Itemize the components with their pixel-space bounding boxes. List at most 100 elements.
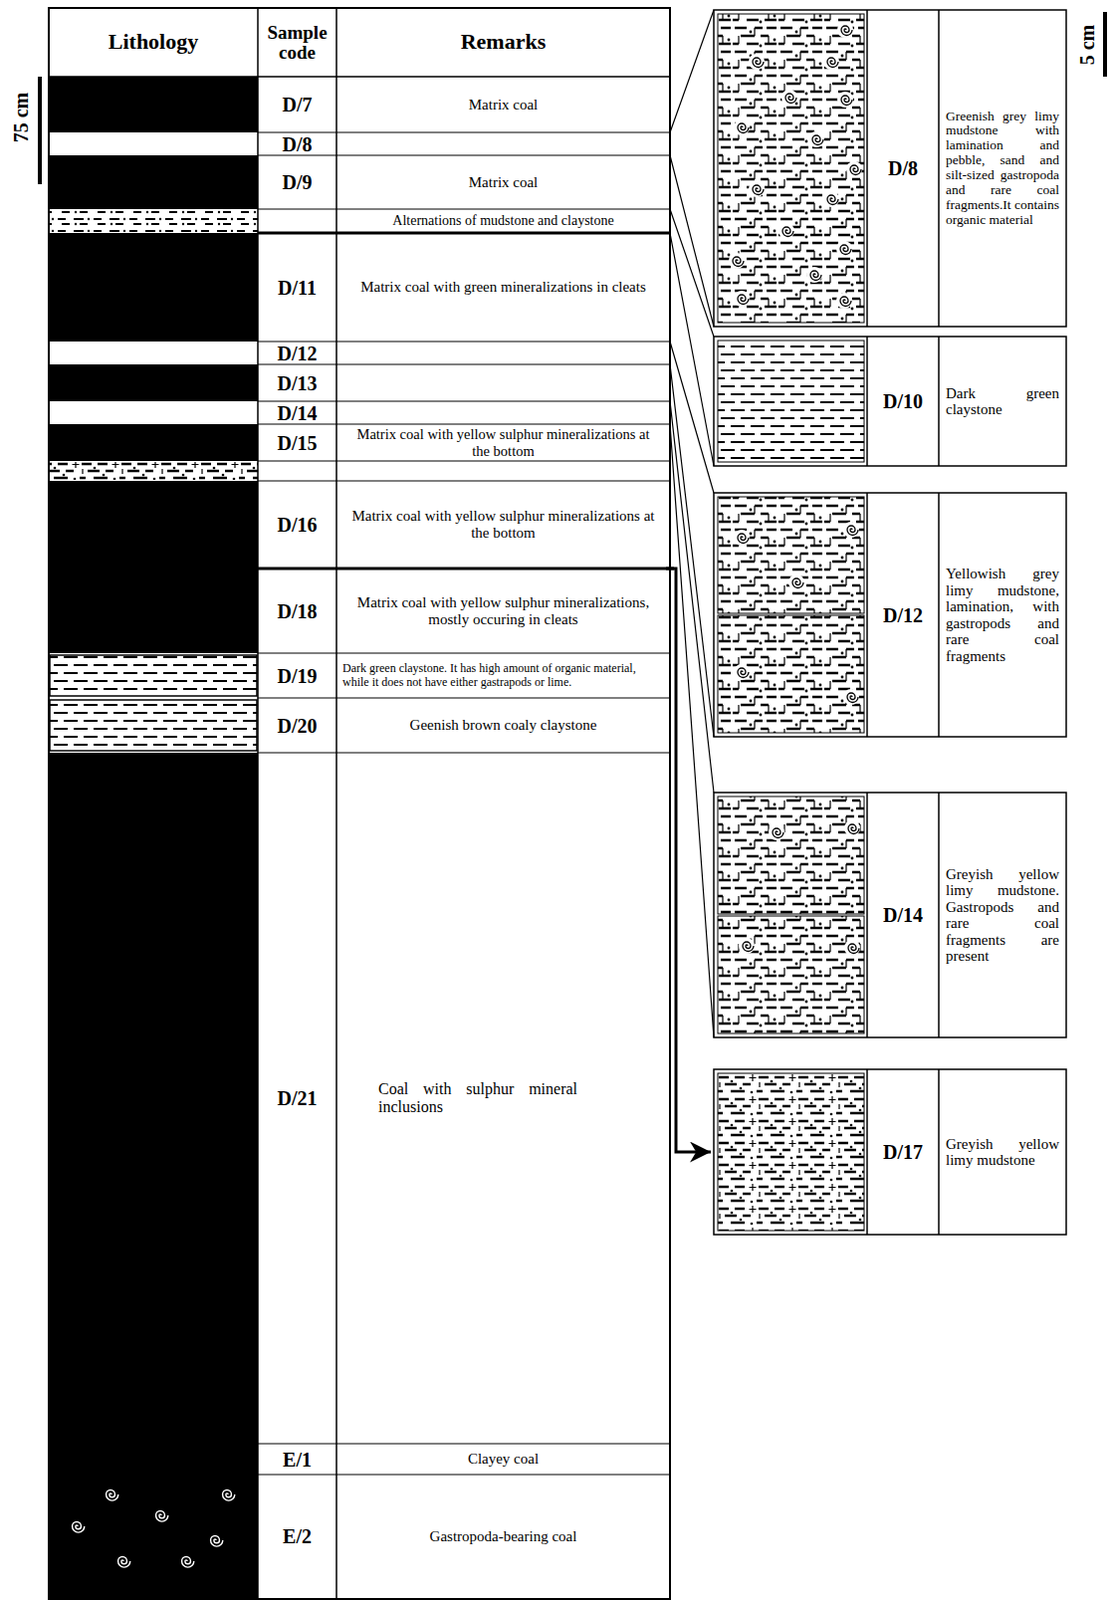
detail-panels [717, 340, 865, 462]
scale-label: 5 cm [1077, 24, 1098, 66]
sample-code: D/13 [277, 373, 318, 394]
lithology-column [211, 1536, 223, 1548]
table-grid [48, 7, 670, 1599]
detail-box-frames [867, 336, 939, 466]
detail-panels [837, 21, 854, 38]
remark-text: Matrix coal [468, 174, 539, 192]
scale-label: 75 cm [10, 92, 31, 144]
sample-code: D/10 [883, 391, 923, 412]
detail-box-frames [713, 9, 1067, 327]
code-cell: D/21 [257, 752, 337, 1444]
lithology-column [118, 1556, 131, 1568]
code-cell: D/14 [257, 401, 337, 425]
detail-panels [846, 161, 863, 178]
code-cell: D/17 [867, 1069, 939, 1235]
remark-cell: Matrix coal with yellow sulphur minerali… [336, 424, 670, 461]
code-cell: D/14 [867, 792, 939, 1038]
lithology-column [48, 155, 258, 210]
detail-box-frames [713, 336, 1067, 466]
remark-cell: Matrix coal with green mineralizations i… [336, 232, 670, 342]
detail-panels [717, 1073, 865, 1231]
header-cell: Remarks [336, 7, 670, 77]
column-header: Lithology [108, 29, 199, 54]
detail-panels [837, 91, 854, 108]
remark-text: Geenish brown coaly claystone [410, 716, 598, 734]
description-cell: Greenish grey limy mudstone with laminat… [938, 9, 1067, 327]
code-cell: D/13 [257, 364, 337, 402]
remark-cell: Geenish brown coaly claystone [336, 697, 670, 753]
description-text: Greyish yellow limy mudstone [945, 1135, 1060, 1169]
sample-row: D/20 Geenish brown coaly claystone [257, 697, 670, 753]
detail-box: D/17Greyish yellow limy mudstone [713, 1069, 1067, 1235]
remark-cell: Matrix coal [336, 76, 670, 133]
sample-code: D/20 [277, 715, 318, 736]
remark-cell: Matrix coal [336, 155, 670, 210]
scale-bar [1103, 11, 1108, 77]
detail-box: D/12Yellowish grey limy mudstone, lamina… [713, 492, 1067, 737]
detail-panels [823, 191, 840, 208]
remark-cell: Alternations of mudstone and claystone [336, 209, 670, 233]
detail-box-frames [867, 9, 939, 327]
code-cell: D/16 [257, 480, 337, 569]
detail-box: D/8Greenish grey limy mudstone with lami… [713, 9, 1067, 327]
sample-row: D/12 [257, 341, 670, 365]
remark-text: Matrix coal with yellow sulphur minerali… [346, 594, 661, 629]
detail-box-frames [867, 1069, 939, 1235]
remark-text: Dark green claystone. It has high amount… [342, 662, 665, 689]
sample-row: D/16 Matrix coal with yellow sulphur mine… [257, 480, 670, 569]
detail-panels [843, 521, 860, 538]
lithology-column [182, 1556, 195, 1568]
detail-box-frames [713, 792, 1067, 1038]
sample-code: D/14 [277, 403, 318, 424]
remark-text: Matrix coal with yellow sulphur minerali… [346, 507, 661, 542]
detail-panels [748, 181, 765, 198]
sample-row: D/13 [257, 364, 670, 402]
remark-cell: Dark green claystone. It has high amount… [336, 653, 670, 698]
detail-panels [733, 290, 750, 307]
sample-row: D/19Dark green claystone. It has high am… [257, 653, 670, 698]
description-cell: Greyish yellow limy mudstone. Gastropods… [938, 792, 1067, 1038]
detail-panels [806, 266, 823, 283]
code-cell: D/12 [867, 492, 939, 737]
remark-cell: Clayey coal [336, 1443, 670, 1475]
sample-code: E/2 [282, 1526, 312, 1547]
description-text: Yellowish grey limy mudstone, lamination… [945, 565, 1060, 665]
sample-row: D/14 [257, 401, 670, 425]
detail-panels [748, 53, 765, 70]
detail-panels [733, 119, 750, 136]
remark-text: Matrix coal with green mineralizations i… [360, 278, 647, 296]
code-cell: D/11 [257, 232, 337, 342]
code-cell: E/1 [257, 1443, 337, 1475]
sample-code: D/14 [883, 904, 923, 925]
code-cell: D/19 [257, 653, 337, 698]
sample-row: D/21 Coal with sulphur mineral inclusions [257, 752, 670, 1444]
lithology-column [48, 480, 258, 654]
description-text: Greenish grey limy mudstone with laminat… [945, 109, 1060, 228]
sample-code: D/21 [277, 1088, 318, 1109]
lithology-column [49, 655, 257, 696]
detail-panels [823, 53, 840, 70]
detail-panels [768, 824, 785, 841]
header-cell: Sample code [257, 7, 337, 77]
detail-box-frames [713, 9, 1067, 1235]
code-cell: D/8 [257, 132, 337, 156]
lithology-column [48, 364, 258, 402]
detail-panels [844, 820, 861, 837]
detail-panels [778, 222, 795, 239]
sample-connector [669, 9, 714, 327]
remark-text: Matrix coal [468, 96, 539, 114]
remark-cell: Coal with sulphur mineral inclusions [336, 752, 670, 1444]
sample-row: D/7Matrix coal [257, 76, 670, 133]
detail-panels [717, 796, 865, 914]
scale-bar [37, 76, 42, 185]
sample-code: D/12 [277, 343, 318, 364]
lithology-column [48, 76, 258, 133]
detail-box: D/14 Greyish yellow limy mudstone. Gastro… [713, 792, 1067, 1038]
detail-panels [836, 240, 853, 257]
sample-row: D/18Matrix coal with yellow sulphur mine… [257, 568, 670, 654]
detail-box-frames [867, 792, 939, 1038]
detail-panels [733, 529, 750, 546]
